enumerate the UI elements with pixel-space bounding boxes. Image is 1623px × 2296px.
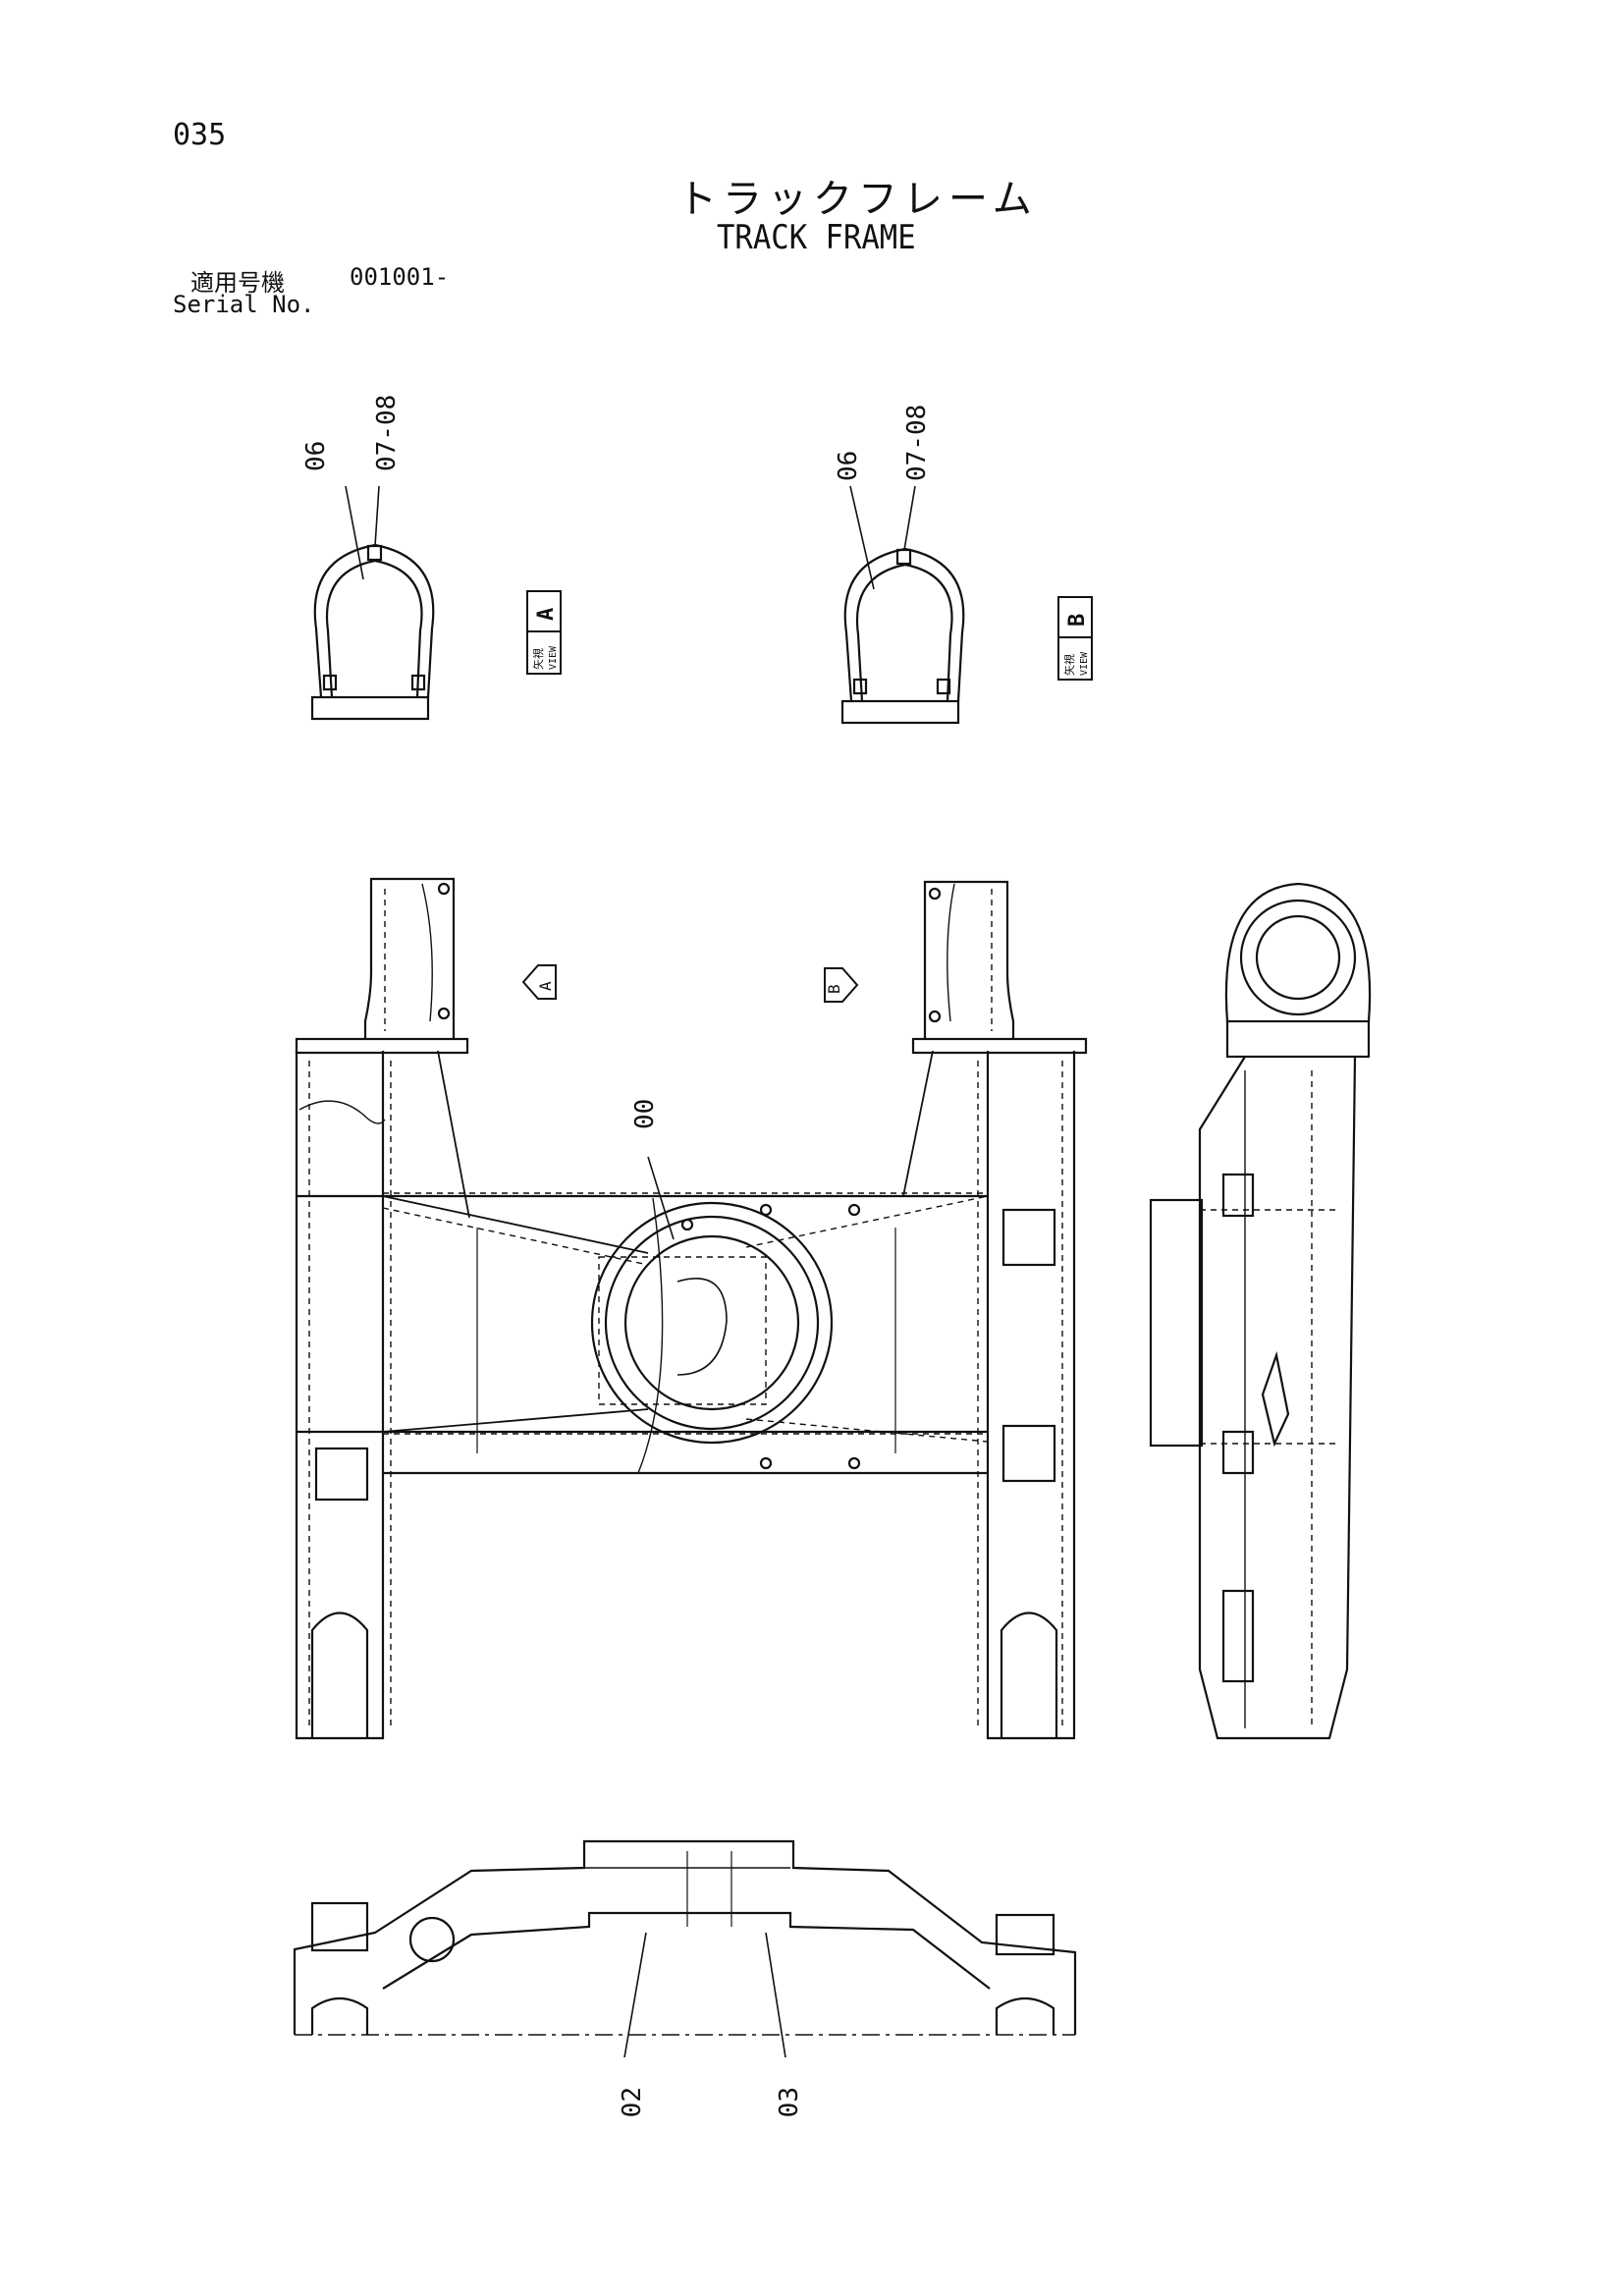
view-a-arrow-letter: A	[536, 981, 555, 991]
side-label-02: 02	[618, 2087, 647, 2117]
serial-label-japanese: 適用号機	[190, 269, 285, 297]
view-b-tag-japanese: 矢視	[1062, 654, 1076, 676]
side-elevation: 02 03	[293, 1839, 1077, 2117]
serial-number-value: 001001-	[350, 263, 450, 291]
view-b-label-07-08: 07-08	[902, 405, 932, 481]
side-label-03: 03	[775, 2087, 804, 2117]
view-b-arrow: B	[824, 967, 859, 1003]
plan-label-00: 00	[630, 1099, 660, 1129]
view-b-tag-letter: B	[1065, 614, 1090, 627]
view-a-tag-letter: A	[534, 608, 559, 621]
view-a-label-07-08: 07-08	[372, 395, 402, 471]
view-a-tag: A 矢視 VIEW	[526, 590, 562, 675]
page-title: TRACK FRAME	[717, 218, 916, 257]
view-a-arrow: A	[521, 964, 557, 1000]
view-a-tag-view: VIEW	[548, 645, 559, 670]
end-side-view	[1149, 882, 1372, 1740]
view-b-tag-view: VIEW	[1079, 651, 1090, 676]
view-a-tag-japanese: 矢視	[531, 648, 545, 670]
view-a-section: 06 07-08 A 矢視 VIEW	[301, 395, 562, 721]
view-b-label-06: 06	[834, 451, 863, 481]
page-title-japanese: トラックフレーム	[677, 177, 1038, 222]
view-b-tag: B 矢視 VIEW	[1057, 596, 1093, 681]
serial-label: Serial No.	[173, 291, 315, 318]
view-b-section: 06 07-08 B 矢視 VIEW	[834, 405, 1093, 725]
page-number: 035	[173, 118, 227, 152]
view-a-label-06: 06	[301, 441, 331, 471]
view-b-arrow-letter: B	[825, 984, 843, 994]
plan-view: 00 A B	[295, 877, 1088, 1740]
